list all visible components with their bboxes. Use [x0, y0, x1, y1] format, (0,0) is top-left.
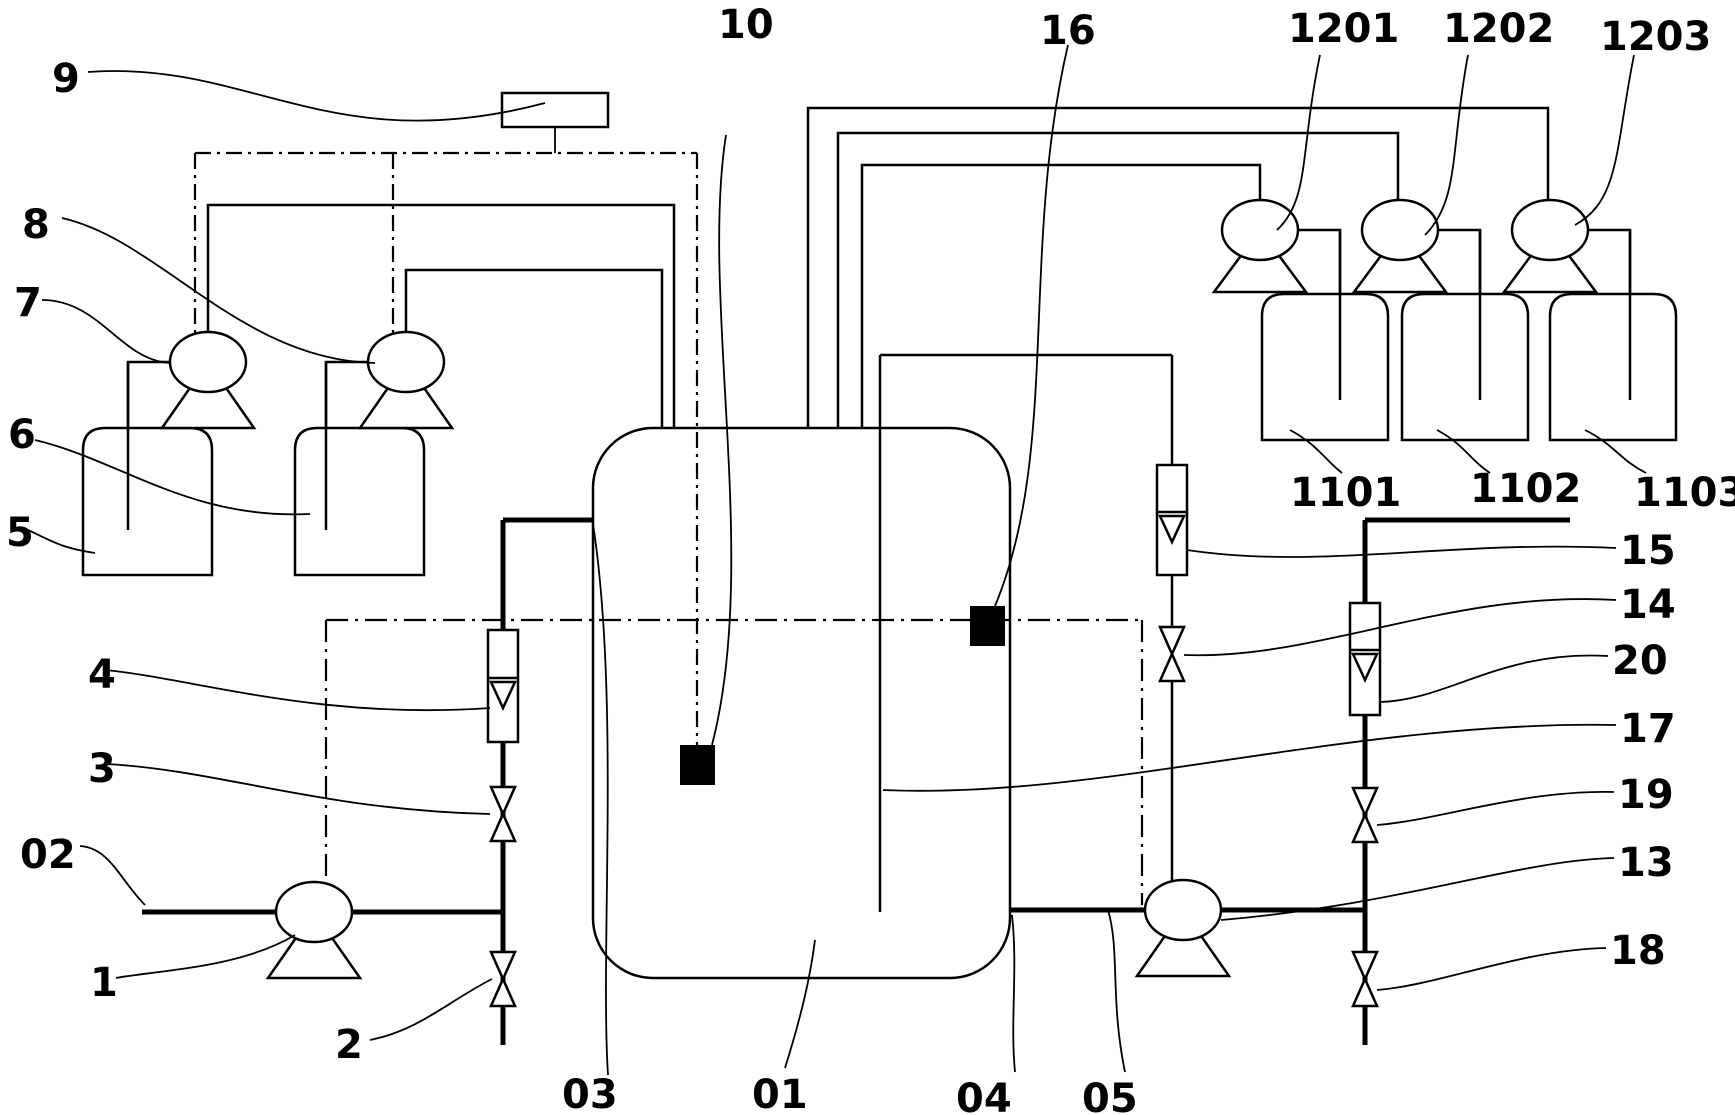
label-18: 18 — [1610, 928, 1666, 974]
label-03: 03 — [562, 1072, 618, 1115]
label-04: 04 — [956, 1076, 1012, 1115]
label-10: 10 — [718, 2, 774, 48]
label-1201: 1201 — [1288, 6, 1399, 52]
chemical-tank-1102 — [1400, 292, 1530, 442]
label-7: 7 — [14, 280, 42, 326]
signal-lines — [193, 128, 1144, 905]
pump-1 — [265, 880, 363, 980]
label-17: 17 — [1620, 706, 1676, 752]
sensor-16 — [970, 606, 1005, 646]
label-5: 5 — [6, 510, 34, 556]
label-19: 19 — [1618, 772, 1674, 818]
dosing-lines-right — [806, 106, 1632, 428]
chemical-tank-1101 — [1260, 292, 1390, 442]
valve-18 — [1351, 950, 1379, 1008]
label-05: 05 — [1082, 1076, 1138, 1115]
label-3: 3 — [88, 746, 116, 792]
valve-3 — [489, 785, 517, 843]
label-01: 01 — [752, 1072, 808, 1115]
flowmeter-4 — [486, 628, 520, 744]
chemical-tank-5 — [81, 426, 214, 577]
label-15: 15 — [1620, 528, 1676, 574]
label-1103: 1103 — [1634, 470, 1735, 516]
label-2: 2 — [335, 1022, 363, 1068]
label-1101: 1101 — [1290, 470, 1401, 516]
pump-1202 — [1351, 198, 1449, 294]
inlet-pipeline — [142, 517, 593, 1045]
label-14: 14 — [1620, 582, 1676, 628]
recirculation-line — [878, 353, 1174, 912]
label-16: 16 — [1040, 8, 1096, 54]
label-4: 4 — [88, 652, 116, 698]
label-1: 1 — [90, 960, 118, 1006]
pump-1201 — [1211, 198, 1309, 294]
pump-7 — [159, 330, 257, 430]
sensor-10 — [680, 745, 715, 785]
controller-box — [500, 91, 610, 129]
main-tank — [591, 426, 1012, 980]
label-02: 02 — [20, 832, 76, 878]
label-9: 9 — [52, 56, 80, 102]
label-1102: 1102 — [1470, 466, 1581, 512]
pump-13 — [1134, 878, 1232, 978]
valve-14 — [1158, 625, 1186, 683]
flowmeter-15 — [1155, 463, 1189, 577]
valve-19 — [1351, 786, 1379, 844]
label-20: 20 — [1612, 638, 1668, 684]
label-6: 6 — [8, 412, 36, 458]
label-1203: 1203 — [1600, 14, 1711, 60]
flowmeter-20 — [1348, 601, 1382, 717]
pump-8 — [357, 330, 455, 430]
chemical-tank-1103 — [1548, 292, 1678, 442]
label-13: 13 — [1618, 840, 1674, 886]
pump-1203 — [1501, 198, 1599, 294]
label-1202: 1202 — [1443, 6, 1554, 52]
chemical-tank-6 — [293, 426, 426, 577]
leader-lines — [27, 44, 1647, 1076]
label-8: 8 — [22, 202, 50, 248]
labels: 9 10 16 1201 1202 1203 8 7 6 5 4 3 02 1 … — [6, 2, 1735, 1115]
valve-2 — [489, 950, 517, 1008]
